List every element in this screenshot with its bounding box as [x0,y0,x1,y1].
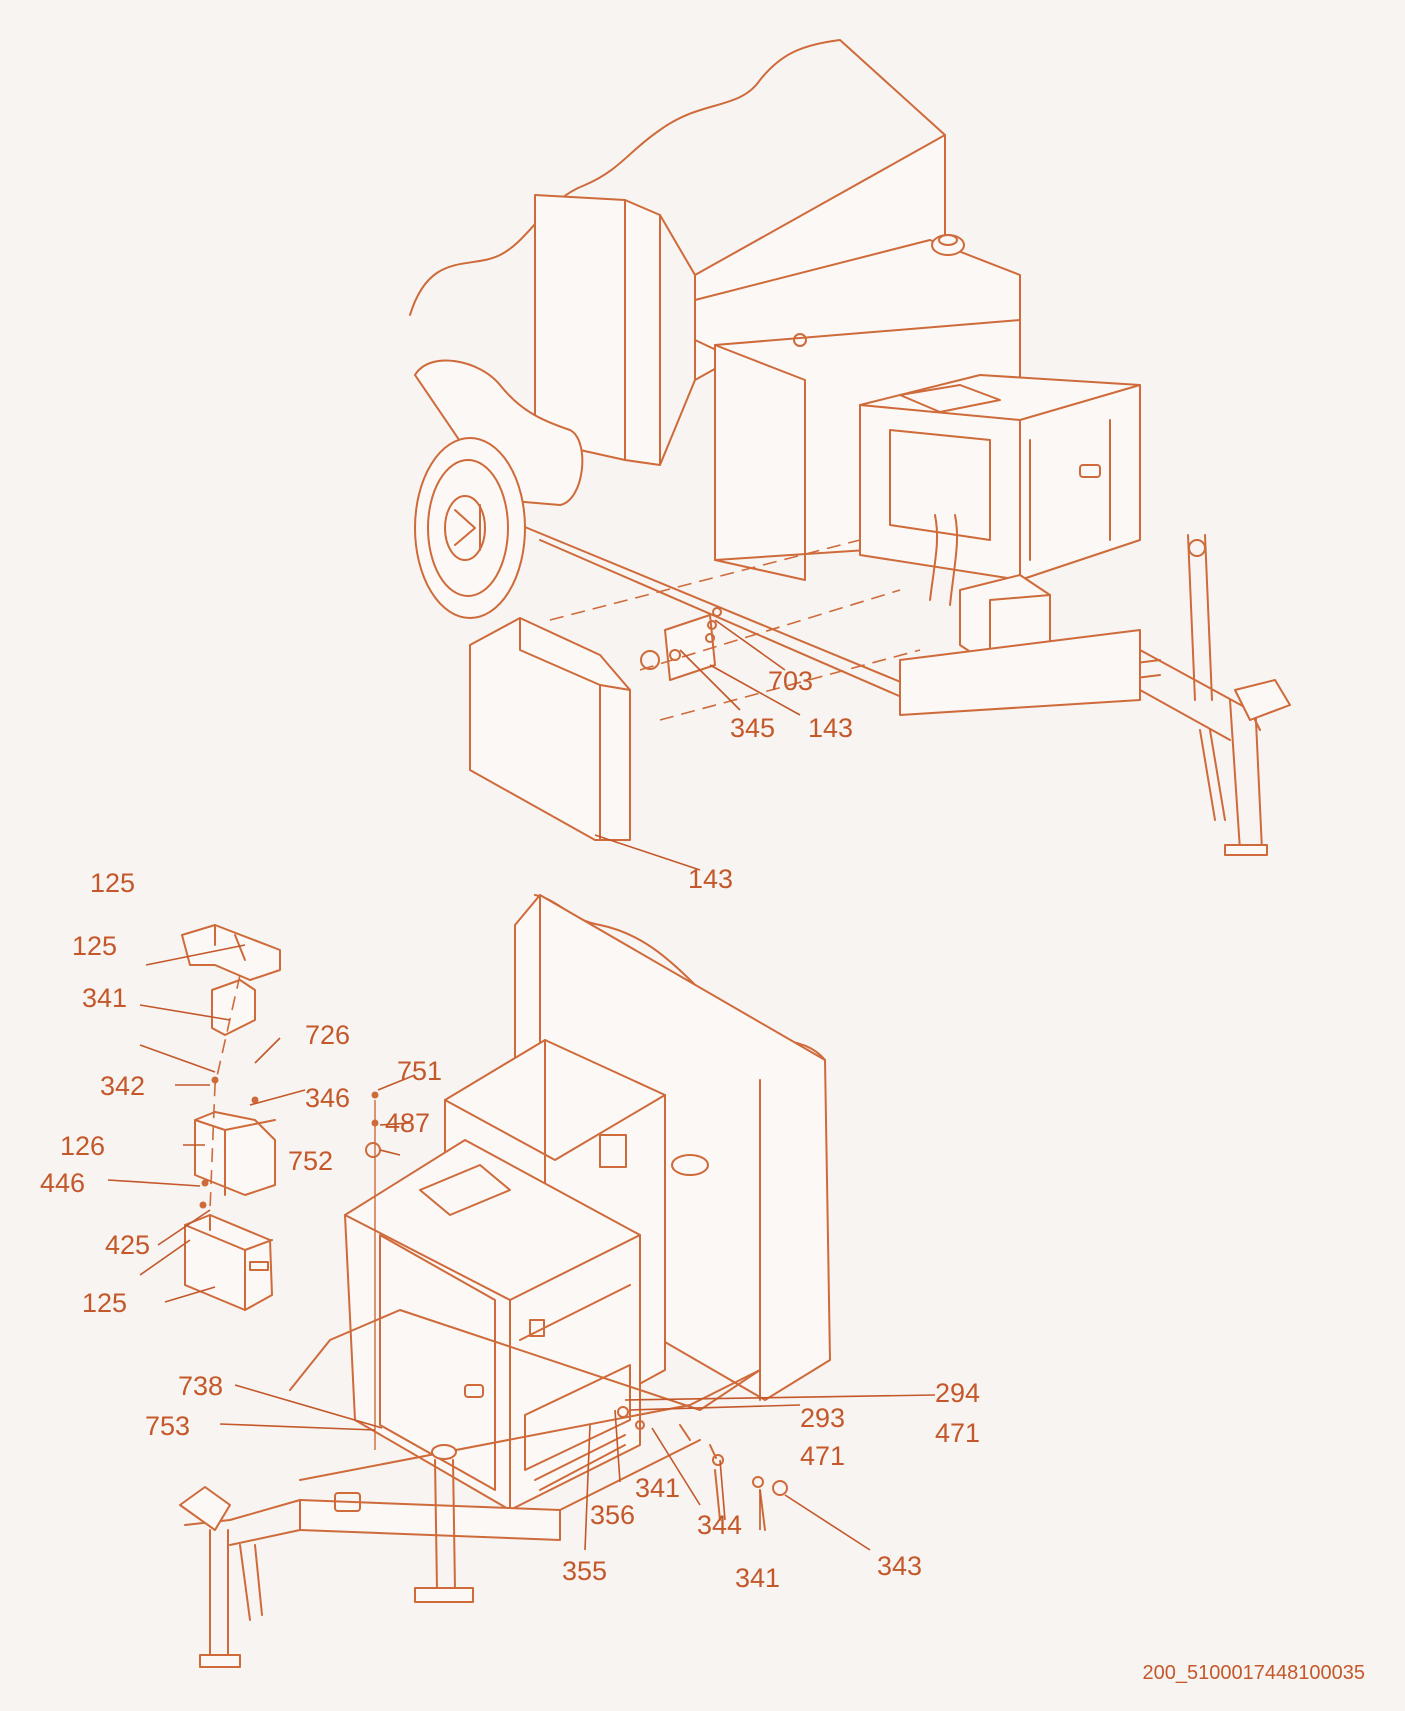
callout-125-tray: 125 [82,1288,128,1318]
lower-trailer-assembly [107,894,936,1668]
callout-126: 126 [60,1131,106,1161]
callout-753: 753 [145,1411,191,1441]
callout-471-mid: 471 [800,1441,846,1471]
callout-425: 425 [105,1230,151,1260]
callout-703: 703 [768,666,814,696]
callout-752: 752 [288,1146,334,1176]
callout-356: 356 [590,1500,636,1530]
callout-125-cover: 125 [90,868,136,898]
callout-726: 726 [305,1020,351,1050]
callout-344: 344 [697,1510,743,1540]
callout-125-bracket: 125 [72,931,118,961]
callout-343: 343 [877,1551,923,1581]
callout-341-mid: 341 [635,1473,681,1503]
callout-293: 293 [800,1403,846,1433]
callout-143-upper: 143 [808,713,854,743]
document-id: 200_5100017448100035 [1142,1662,1365,1684]
callout-355: 355 [562,1556,608,1586]
upper-trailer-assembly [409,39,1291,871]
callout-346: 346 [305,1083,351,1113]
callout-342: 342 [100,1071,146,1101]
callout-446: 446 [40,1168,86,1198]
callout-341-lower: 341 [735,1563,781,1593]
callout-487: 487 [385,1108,431,1138]
callout-341-upper: 341 [82,983,128,1013]
callout-471-right: 471 [935,1418,981,1448]
callout-143-panel: 143 [688,864,734,894]
callout-294: 294 [935,1378,981,1408]
callout-751: 751 [397,1056,443,1086]
callout-738: 738 [178,1371,224,1401]
callout-345: 345 [730,713,776,743]
